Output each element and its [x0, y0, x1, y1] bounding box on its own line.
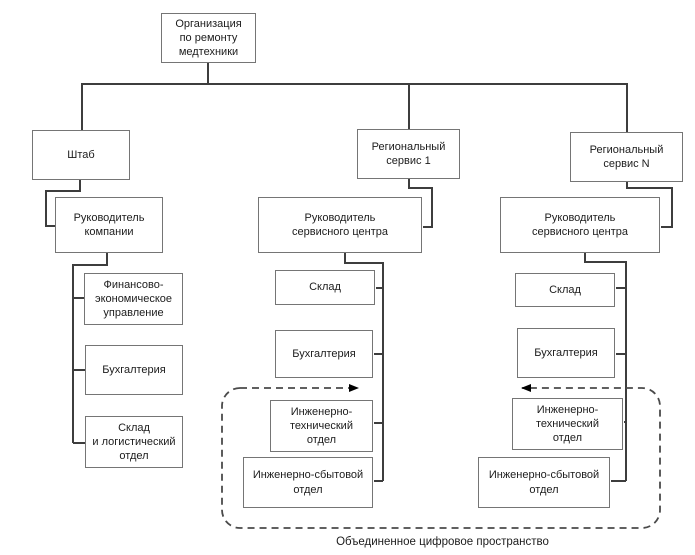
node-regionaln: Региональный сервис N	[570, 132, 683, 182]
node-regionaln-sales: Инженерно-сбытовой отдел	[478, 457, 610, 508]
node-regional1-head: Руководитель сервисного центра	[258, 197, 422, 253]
node-hq-warehouse-dept: Склад и логистический отдел	[85, 416, 183, 468]
node-hq-finance-dept: Финансово- экономическое управление	[84, 273, 183, 325]
node-regional1-engineering: Инженерно- технический отдел	[270, 400, 373, 452]
node-regionaln-warehouse: Склад	[515, 273, 615, 307]
connector-regional1-to-head	[408, 179, 433, 228]
connector-regionaln-to-head	[626, 182, 673, 228]
node-regionaln-head: Руководитель сервисного центра	[500, 197, 660, 253]
node-hq: Штаб	[32, 130, 130, 180]
node-regional1-accounting: Бухгалтерия	[275, 330, 373, 378]
node-regional1: Региональный сервис 1	[357, 129, 460, 179]
digital-space-caption: Объединенное цифровое пространство	[336, 536, 549, 548]
connector-hq-spine	[72, 253, 108, 443]
node-hq-head: Руководитель компании	[55, 197, 163, 253]
node-regional1-sales: Инженерно-сбытовой отдел	[243, 457, 373, 508]
node-hq-accounting-dept: Бухгалтерия	[85, 345, 183, 395]
connector-regionaln-spine	[584, 253, 627, 481]
node-regionaln-engineering: Инженерно- технический отдел	[512, 398, 623, 450]
connector-regional1-spine	[344, 253, 384, 481]
node-regionaln-accounting: Бухгалтерия	[517, 328, 615, 378]
connector-hq-to-head	[45, 180, 81, 227]
node-regional1-warehouse: Склад	[275, 270, 375, 305]
node-root: Организация по ремонту медтехники	[161, 13, 256, 63]
connector-top-bus	[81, 83, 628, 132]
